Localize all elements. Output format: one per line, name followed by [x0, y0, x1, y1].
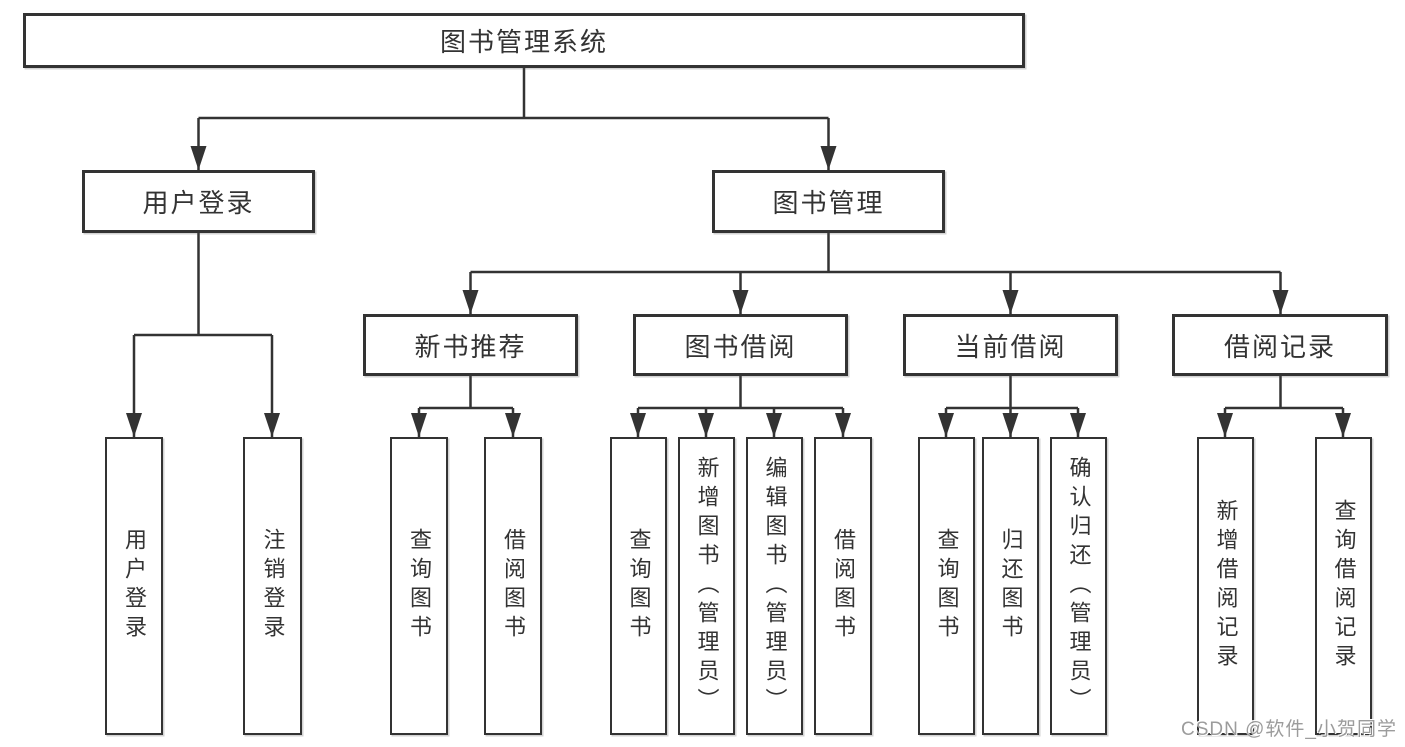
leaf-confirm-return-admin-label: 确认归还（管理员）: [1066, 455, 1092, 717]
leaf-current-query-books: 查询图书: [918, 437, 975, 735]
node-new-book-recommend: 新书推荐: [363, 314, 578, 376]
leaf-user-login: 用户登录: [105, 437, 163, 735]
leaf-add-borrow-record: 新增借阅记录: [1197, 437, 1254, 735]
leaf-newbook-query-books: 查询图书: [390, 437, 448, 735]
leaf-edit-books-admin: 编辑图书（管理员）: [746, 437, 803, 735]
leaf-query-borrow-record-label: 查询借阅记录: [1331, 499, 1357, 673]
leaf-add-borrow-record-label: 新增借阅记录: [1213, 499, 1239, 673]
leaf-edit-books-admin-label: 编辑图书（管理员）: [762, 455, 788, 717]
leaf-logout: 注销登录: [243, 437, 302, 735]
leaf-borrowing-query-books-label: 查询图书: [626, 528, 652, 644]
leaf-logout-label: 注销登录: [260, 528, 286, 644]
csdn-watermark: CSDN @软件_小贺同学: [1181, 719, 1397, 740]
leaf-confirm-return-admin: 确认归还（管理员）: [1050, 437, 1107, 735]
node-book-management: 图书管理: [712, 170, 945, 233]
node-root-system: 图书管理系统: [23, 13, 1025, 68]
leaf-return-books-label: 归还图书: [998, 528, 1024, 644]
leaf-newbook-borrow-books-label: 借阅图书: [501, 528, 526, 644]
node-borrow-records: 借阅记录: [1172, 314, 1388, 376]
leaf-return-books: 归还图书: [982, 437, 1039, 735]
leaf-newbook-query-books-label: 查询图书: [407, 528, 432, 644]
node-current-borrowing: 当前借阅: [903, 314, 1118, 376]
leaf-current-query-books-label: 查询图书: [934, 528, 960, 644]
leaf-query-borrow-record: 查询借阅记录: [1315, 437, 1372, 735]
leaf-newbook-borrow-books: 借阅图书: [484, 437, 542, 735]
leaf-borrowing-borrow-books-label: 借阅图书: [831, 528, 856, 644]
leaf-add-books-admin-label: 新增图书（管理员）: [694, 455, 720, 717]
node-book-borrowing: 图书借阅: [633, 314, 848, 376]
leaf-borrowing-query-books: 查询图书: [610, 437, 667, 735]
leaf-user-login-label: 用户登录: [122, 528, 147, 644]
leaf-borrowing-borrow-books: 借阅图书: [814, 437, 872, 735]
node-user-login: 用户登录: [82, 170, 315, 233]
connector-spines: [134, 68, 1343, 410]
leaf-add-books-admin: 新增图书（管理员）: [678, 437, 735, 735]
